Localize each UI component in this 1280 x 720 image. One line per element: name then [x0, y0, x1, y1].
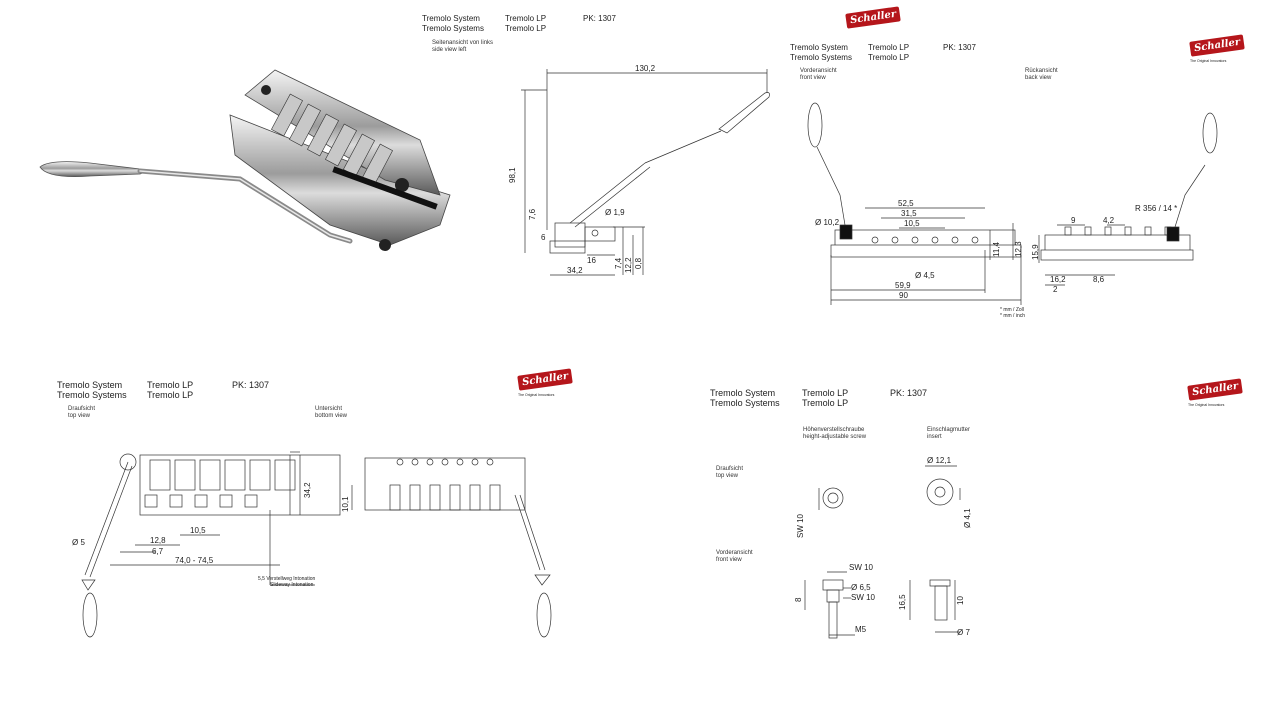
side-view-label: Seitenansicht von links side view left [432, 40, 494, 53]
bottom-view-label: Untersicht bottom view [315, 406, 348, 419]
dim-8: 8 [794, 597, 803, 602]
schaller-logo-3: Schaller [517, 368, 574, 391]
dim-7-4: 7,4 [614, 257, 623, 269]
dim-8-6: 8,6 [1093, 275, 1105, 284]
dim-sw10-b: SW 10 [851, 593, 876, 602]
dim-arm-dia: Ø 1,9 [605, 208, 625, 217]
dim-10-1: 10,1 [341, 496, 350, 512]
dim-31-5: 31,5 [901, 209, 917, 218]
parts-top-view-label: Draufsicht top view [716, 466, 744, 479]
product-photo [39, 69, 451, 251]
dim-sw10-a: SW 10 [849, 563, 874, 572]
dim-10-5-top: 10,5 [190, 526, 206, 535]
dim-12-8: 12,8 [150, 536, 166, 545]
front-back-drawing: 52,5 31,5 10,5 Ø 10,2 Ø 4,5 59,9 90 11,4… [807, 102, 1218, 305]
dim-sw10-top: SW 10 [796, 513, 805, 538]
dim-dia-5: Ø 5 [72, 538, 85, 547]
dim-16-5: 16,5 [898, 594, 907, 610]
panel3-header: Tremolo System Tremolo Systems [57, 380, 127, 400]
dim-12-3: 12,3 [1014, 241, 1023, 257]
dim-4-1: Ø 4,1 [963, 508, 972, 528]
parts-front-view-label: Vorderansicht front view [716, 550, 753, 563]
back-view-label: Rückansicht back view [1025, 68, 1058, 81]
parts-drawing: SW 10 Ø 12,1 Ø 4,1 SW 10 Ø 6,5 SW 10 8 M… [794, 456, 972, 639]
schaller-logo: Schaller [845, 6, 902, 29]
schaller-logo-2: Schaller [1189, 34, 1246, 57]
dim-90: 90 [899, 291, 908, 300]
dim-6-7: 6,7 [152, 547, 164, 556]
panel2-header: Tremolo System Tremolo Systems [790, 43, 852, 62]
dim-15-9: 15,9 [1031, 244, 1040, 260]
top-bottom-drawing: 34,2 12,8 6,7 10,5 Ø 5 74,0 - 74,5 5,5 V… [72, 451, 552, 638]
dim-range: 74,0 - 74,5 [175, 556, 214, 565]
top-view-label: Draufsicht top view [68, 406, 96, 419]
dim-98-1: 98,1 [508, 167, 517, 183]
units-note: * mm / Zoll * mm / inch [1000, 307, 1026, 319]
intonation-en: Slideway Intonation [270, 582, 314, 588]
dim-11-4: 11,4 [992, 241, 1001, 257]
panel1-header: Tremolo System Tremolo Systems [422, 14, 484, 33]
panel4-header: Tremolo System Tremolo Systems [710, 388, 780, 408]
dim-16: 16 [587, 256, 596, 265]
dim-0-8: 0,8 [634, 257, 643, 269]
dim-12-2: 12,2 [624, 257, 633, 273]
dim-4-2: 4,2 [1103, 216, 1115, 225]
schaller-logo-4: Schaller [1187, 378, 1244, 401]
dim-16-2: 16,2 [1050, 275, 1066, 284]
dim-34-2: 34,2 [567, 266, 583, 275]
intonation-de: 5,5 Verstellweg Intonation [258, 576, 315, 582]
dim-7: Ø 7 [957, 628, 970, 637]
dim-10: 10 [956, 596, 965, 605]
dim-10-5-front: 10,5 [904, 219, 920, 228]
front-view-label: Vorderansicht front view [800, 68, 837, 81]
dim-m5: M5 [855, 625, 867, 634]
dim-52-5: 52,5 [898, 199, 914, 208]
screw-label: Höhenverstellschraube height-adjustable … [803, 427, 867, 440]
dim-7-6: 7,6 [528, 208, 537, 220]
dim-59-9: 59,9 [895, 281, 911, 290]
dim-6: 6 [541, 233, 546, 242]
dim-130-2: 130,2 [635, 64, 656, 73]
dim-10-2: Ø 10,2 [815, 218, 840, 227]
dim-12-1: Ø 12,1 [927, 456, 952, 465]
insert-label: Einschlagmutter insert [927, 427, 971, 440]
dim-9: 9 [1071, 216, 1076, 225]
side-view-drawing: 130,2 98,1 Ø 1,9 34,2 16 7,6 6 7,4 12,2 … [508, 64, 770, 276]
dim-4-5: Ø 4,5 [915, 271, 935, 280]
dim-6-5: Ø 6,5 [851, 583, 871, 592]
dim-34-2-top: 34,2 [303, 482, 312, 498]
dim-radius: R 356 / 14 * [1135, 204, 1177, 213]
dim-2: 2 [1053, 285, 1058, 294]
